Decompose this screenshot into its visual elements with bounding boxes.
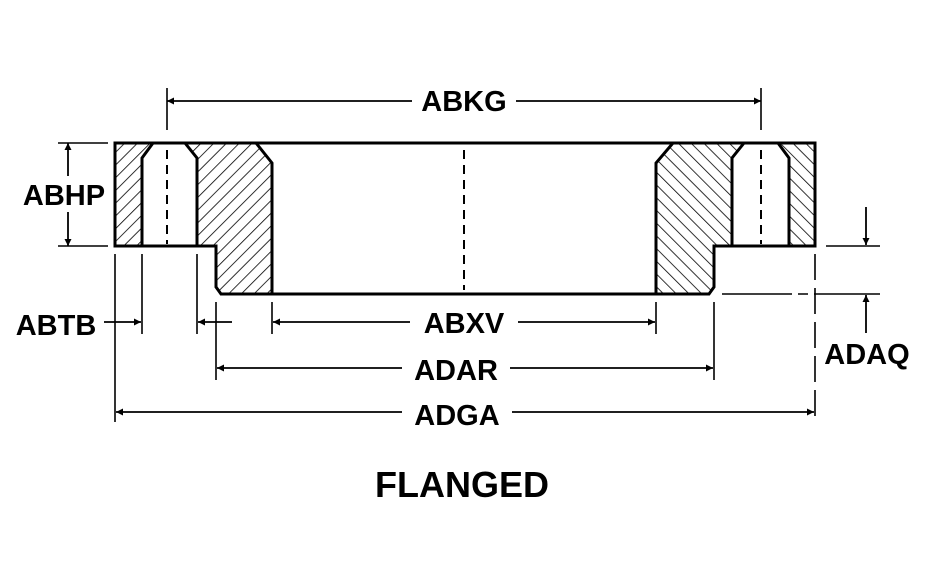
left-outer-section: [113, 141, 156, 248]
right-hub-section: [654, 141, 748, 296]
abtb-label: ABTB: [16, 310, 97, 342]
abkg-label: ABKG: [421, 86, 506, 118]
extension-lines: [58, 88, 880, 422]
section-hatching: [113, 141, 817, 296]
diagram-title: FLANGED: [375, 464, 549, 505]
dimension-lines: [64, 97, 870, 416]
left-hub-section: [181, 141, 274, 296]
adar-label: ADAR: [414, 355, 498, 387]
abxv-label: ABXV: [424, 308, 505, 340]
abhp-label: ABHP: [23, 180, 105, 212]
flange-outline: [115, 141, 815, 296]
center-lines: [166, 150, 762, 290]
adaq-label: ADAQ: [824, 339, 909, 371]
adga-label: ADGA: [414, 400, 499, 432]
right-outer-section: [775, 141, 817, 248]
dimension-labels: ABKG ABHP ABTB ABXV ADAR ADGA ADAQ FLANG…: [16, 86, 910, 505]
